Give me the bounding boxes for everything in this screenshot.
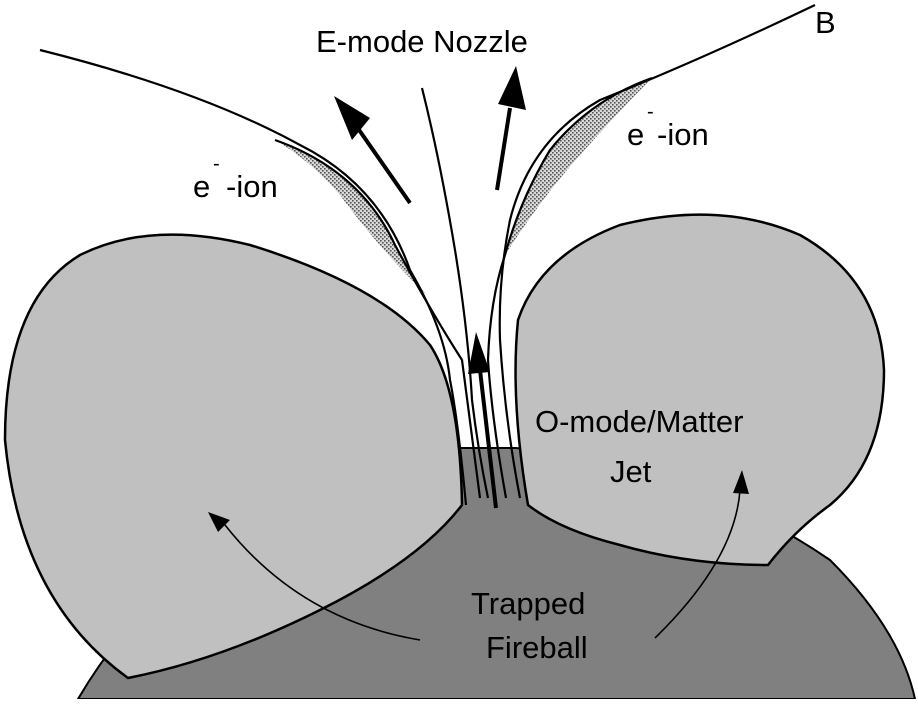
left-ion-label-e: e xyxy=(193,169,210,204)
field-lines xyxy=(39,4,816,506)
annotation-arrows xyxy=(208,470,749,641)
arrow-left-head xyxy=(334,96,370,140)
jet-label-line1: O-mode/Matter xyxy=(535,404,743,439)
jet-label-line2: Jet xyxy=(610,454,652,489)
left-lobe xyxy=(3,233,464,680)
right-ion-label-e: e xyxy=(627,117,644,152)
annotation-arrow-right-head xyxy=(733,470,749,494)
left-ion-label-sup: - xyxy=(213,153,220,175)
arrow-center-head xyxy=(468,332,490,374)
annotation-arrow-right xyxy=(654,489,741,639)
field-label: B xyxy=(815,5,836,40)
nozzle-label: E-mode Nozzle xyxy=(316,24,528,59)
field-line-center xyxy=(420,87,490,499)
arrow-right-head xyxy=(498,66,526,110)
field-line-left-outer xyxy=(39,48,468,506)
right-ion-label-ion: -ion xyxy=(657,117,709,152)
nozzle-arrows xyxy=(334,66,526,509)
fireball-label-line1: Trapped xyxy=(471,586,585,621)
arrow-center-shaft xyxy=(478,369,498,509)
arrow-right-shaft xyxy=(495,107,512,191)
annotation-arrow-left xyxy=(224,524,421,641)
arrow-left-shaft xyxy=(355,125,412,205)
fireball-label-line2: Fireball xyxy=(486,630,588,665)
right-ion-label-sup: - xyxy=(647,101,654,123)
left-ion-label-ion: -ion xyxy=(226,169,278,204)
field-line-left-inner xyxy=(274,138,482,499)
right-lobe xyxy=(514,213,886,567)
field-line-right-outer xyxy=(498,4,816,499)
annotation-arrow-left-head xyxy=(208,512,230,532)
